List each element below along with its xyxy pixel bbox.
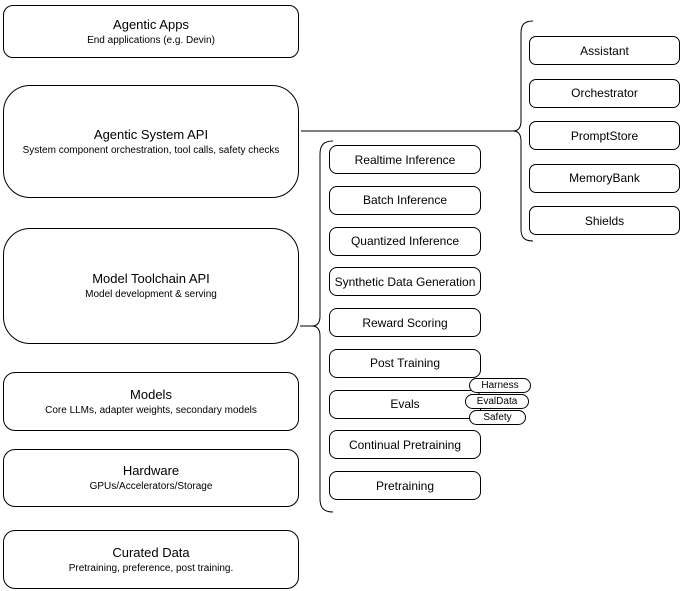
node-subtitle: GPUs/Accelerators/Storage	[89, 481, 213, 492]
node-hardware: Hardware GPUs/Accelerators/Storage	[3, 449, 299, 507]
node-subtitle: End applications (e.g. Devin)	[87, 34, 215, 46]
node-reward-scoring: Reward Scoring	[329, 308, 481, 337]
node-title: Model Toolchain API	[92, 271, 210, 286]
node-continual-pretraining: Continual Pretraining	[329, 430, 481, 460]
node-curated-data: Curated Data Pretraining, preference, po…	[3, 530, 299, 589]
node-subtitle: Pretraining, preference, post training.	[68, 562, 234, 574]
node-realtime-inference: Realtime Inference	[329, 145, 481, 174]
node-model-toolchain-api: Model Toolchain API Model development & …	[3, 228, 299, 344]
node-agentic-apps: Agentic Apps End applications (e.g. Devi…	[3, 5, 299, 58]
node-pretraining: Pretraining	[329, 471, 481, 500]
node-assistant: Assistant	[529, 36, 680, 65]
middle-capability-group: Realtime Inference Batch Inference Quant…	[329, 145, 481, 500]
node-shields: Shields	[529, 206, 680, 235]
tag-evaldata: EvalData	[465, 394, 529, 409]
node-agentic-system-api: Agentic System API System component orch…	[3, 85, 299, 198]
node-evals: Evals	[329, 389, 481, 419]
node-subtitle: Model development & serving	[85, 289, 217, 300]
node-quantized-inference: Quantized Inference	[329, 226, 481, 256]
node-subtitle: System component orchestration, tool cal…	[22, 144, 280, 156]
node-title: Agentic System API	[93, 126, 209, 142]
tag-safety: Safety	[469, 410, 526, 425]
node-memorybank: MemoryBank	[529, 163, 680, 193]
node-title: Curated Data	[112, 544, 190, 560]
node-title: Agentic Apps	[113, 16, 189, 32]
node-models: Models Core LLMs, adapter weights, secon…	[3, 372, 299, 431]
node-batch-inference: Batch Inference	[329, 185, 481, 215]
node-promptstore: PromptStore	[529, 121, 680, 150]
node-title: Models	[130, 386, 172, 402]
tag-harness: Harness	[469, 378, 531, 393]
node-synthetic-data-generation: Synthetic Data Generation	[329, 267, 481, 297]
right-component-group: Assistant Orchestrator PromptStore Memor…	[529, 36, 680, 235]
node-orchestrator: Orchestrator	[529, 78, 680, 108]
node-title: Hardware	[122, 463, 180, 478]
node-post-training: Post Training	[329, 348, 481, 378]
node-subtitle: Core LLMs, adapter weights, secondary mo…	[45, 404, 257, 416]
